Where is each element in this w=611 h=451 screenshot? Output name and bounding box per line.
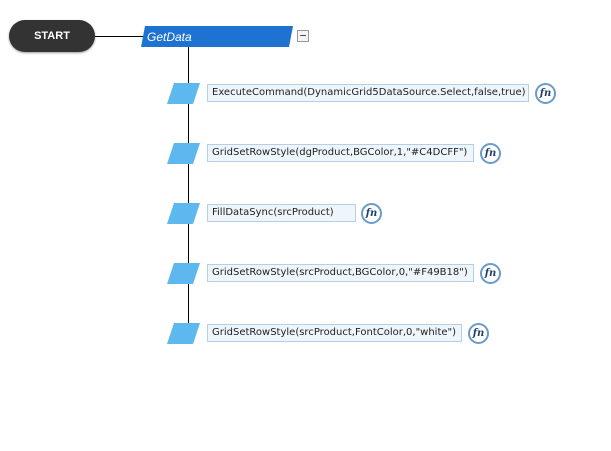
function-name: GetData bbox=[147, 29, 192, 44]
fn-icon[interactable]: fn bbox=[361, 203, 382, 224]
connector-start-to-function bbox=[95, 36, 145, 37]
step-shape[interactable] bbox=[167, 143, 200, 164]
start-node[interactable]: START bbox=[9, 20, 95, 52]
step-shape[interactable] bbox=[167, 323, 200, 344]
start-label: START bbox=[34, 30, 70, 42]
step-command[interactable]: GridSetRowStyle(srcProduct,BGColor,0,"#F… bbox=[207, 264, 474, 282]
step-command[interactable]: FillDataSync(srcProduct) bbox=[207, 204, 356, 222]
minus-icon: − bbox=[299, 29, 307, 42]
step-command[interactable]: GridSetRowStyle(dgProduct,BGColor,1,"#C4… bbox=[207, 144, 474, 162]
fn-icon[interactable]: fn bbox=[468, 323, 489, 344]
function-header[interactable]: GetData bbox=[141, 26, 293, 47]
step-shape[interactable] bbox=[167, 83, 200, 104]
step-command[interactable]: ExecuteCommand(DynamicGrid5DataSource.Se… bbox=[207, 84, 529, 102]
fn-icon[interactable]: fn bbox=[535, 83, 556, 104]
step-shape[interactable] bbox=[167, 203, 200, 224]
connector-trunk bbox=[188, 47, 189, 341]
step-shape[interactable] bbox=[167, 263, 200, 284]
collapse-button[interactable]: − bbox=[297, 30, 309, 42]
fn-icon[interactable]: fn bbox=[480, 263, 501, 284]
fn-icon[interactable]: fn bbox=[480, 143, 501, 164]
step-command[interactable]: GridSetRowStyle(srcProduct,FontColor,0,"… bbox=[207, 324, 462, 342]
